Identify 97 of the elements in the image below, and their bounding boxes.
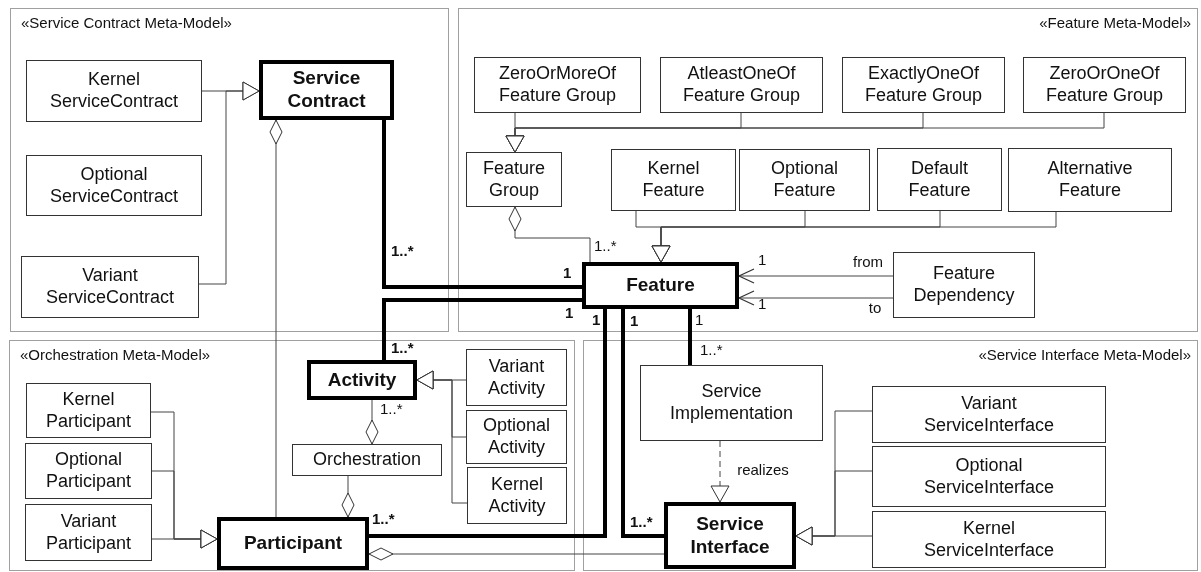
class-name: Feature: [626, 274, 695, 297]
class-box: [25, 443, 152, 499]
class-box: [739, 149, 870, 211]
multiplicity-label: 1..*: [380, 401, 403, 418]
class-box: [660, 57, 823, 113]
aggregation-line: [508, 206, 591, 263]
class-box: [872, 511, 1106, 568]
package-frame: [458, 8, 1198, 332]
association-line: [382, 120, 582, 289]
association-line: [621, 309, 664, 538]
class-box: [25, 504, 152, 561]
class-name: ExactlyOneOf Feature Group: [863, 63, 984, 107]
class-box: [842, 57, 1005, 113]
class-box: [26, 155, 202, 216]
class-box: [1023, 57, 1186, 113]
class-box: [26, 60, 202, 122]
association-line: [369, 309, 607, 538]
arrow: [738, 290, 894, 306]
multiplicity-label: 1..*: [594, 238, 617, 255]
class-box: [466, 349, 567, 406]
arrow: [738, 268, 894, 284]
package-title: «Service Contract Meta-Model»: [21, 14, 232, 31]
multiplicity-label: 1..*: [391, 340, 414, 357]
class-name: Service Contract: [286, 67, 367, 113]
class-name: Kernel Feature: [641, 158, 706, 202]
association-line: [382, 298, 582, 360]
class-name: ZeroOrMoreOf Feature Group: [497, 63, 618, 107]
package-frame: [583, 340, 1198, 571]
multiplicity-label: 1..*: [391, 243, 414, 260]
multiplicity-label: 1: [592, 312, 601, 329]
class-name: Optional ServiceContract: [48, 163, 180, 208]
multiplicity-label: 1: [565, 305, 574, 322]
class-box: [664, 502, 796, 569]
arrow: [710, 440, 730, 503]
association-line: [688, 309, 692, 365]
class-name: Optional ServiceInterface: [922, 454, 1056, 499]
class-name: Optional Activity: [481, 415, 551, 459]
package-title: «Feature Meta-Model»: [1039, 14, 1191, 31]
class-box: [26, 383, 151, 438]
class-box: [640, 365, 823, 441]
class-name: Variant ServiceContract: [44, 265, 176, 309]
class-box: [1008, 148, 1172, 212]
multiplicity-label: 1: [758, 252, 767, 269]
class-box: [872, 446, 1106, 507]
class-name: Optional Participant: [44, 449, 132, 493]
arrow: [505, 112, 1105, 153]
class-box: [582, 262, 739, 309]
class-name: Kernel Participant: [44, 388, 132, 433]
aggregation-line: [269, 119, 283, 518]
class-name: Feature Dependency: [912, 263, 1016, 307]
class-name: Feature Group: [481, 157, 546, 202]
package-frame: [9, 340, 575, 571]
class-box: [466, 152, 562, 207]
package-frame: [10, 8, 449, 332]
aggregation-line: [341, 475, 355, 518]
multiplicity-label: 1..*: [700, 342, 723, 359]
multiplicity-label: 1: [630, 313, 639, 330]
class-name: Participant: [243, 532, 343, 555]
class-box: [877, 148, 1002, 211]
class-box: [474, 57, 641, 113]
class-box: [611, 149, 736, 211]
arrow: [151, 529, 218, 549]
class-box: [467, 467, 567, 524]
class-name: Kernel ServiceInterface: [922, 517, 1056, 562]
aggregation-line: [365, 399, 379, 445]
class-name: Variant ServiceInterface: [922, 392, 1056, 437]
class-box: [21, 256, 199, 318]
class-name: Activity: [327, 368, 397, 392]
class-name: Service Implementation: [668, 381, 795, 425]
class-box: [872, 386, 1106, 443]
class-box: [466, 410, 567, 464]
multiplicity-label: 1: [563, 265, 572, 282]
package-title: «Service Interface Meta-Model»: [978, 346, 1191, 363]
package-title: «Orchestration Meta-Model»: [20, 346, 211, 363]
multiplicity-label: 1..*: [372, 511, 395, 528]
class-name: ZeroOrOneOf Feature Group: [1044, 63, 1165, 107]
class-name: Kernel ServiceContract: [48, 69, 180, 113]
class-name: Service Interface: [689, 512, 771, 559]
arrow: [198, 81, 260, 285]
class-name: Kernel Activity: [487, 473, 547, 518]
aggregation-line: [368, 547, 665, 561]
multiplicity-label: 1..*: [630, 514, 653, 531]
multiplicity-label: 1: [695, 312, 704, 329]
class-name: AtleastOneOf Feature Group: [681, 63, 802, 107]
class-box: [893, 252, 1035, 318]
class-box: [292, 444, 442, 476]
class-name: Alternative Feature: [1046, 158, 1134, 202]
class-box: [217, 517, 369, 570]
class-name: Orchestration: [312, 449, 421, 471]
multiplicity-label: 1: [758, 296, 767, 313]
class-name: Default Feature: [907, 157, 972, 202]
class-box: [307, 360, 417, 400]
class-name: Optional Feature: [769, 158, 839, 202]
class-name: Variant Activity: [487, 355, 546, 400]
arrow: [651, 211, 1057, 263]
class-box: [259, 60, 394, 120]
class-name: Variant Participant: [44, 510, 132, 555]
